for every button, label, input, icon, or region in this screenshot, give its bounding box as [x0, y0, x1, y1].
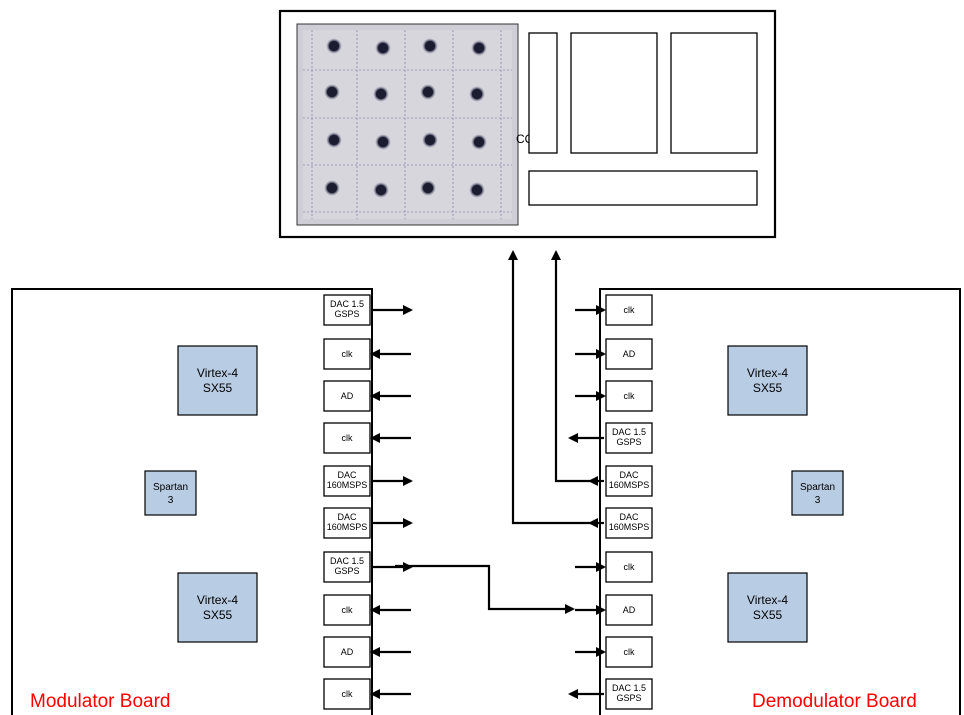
svg-text:DAC 1.5: DAC 1.5 [330, 299, 364, 309]
modulator-component: AD [324, 381, 370, 411]
constellation-point-core [425, 41, 435, 51]
svg-text:SX55: SX55 [203, 608, 233, 622]
svg-text:GSPS: GSPS [616, 693, 641, 703]
modulator-component: clk [324, 423, 370, 453]
svg-text:GSPS: GSPS [334, 309, 359, 319]
svg-text:GSPS: GSPS [616, 437, 641, 447]
demodulator-fpga-top: Virtex-4 SX55 [728, 346, 807, 415]
constellation-point-core [376, 185, 386, 195]
demodulator-board-label: Demodulator Board [752, 691, 917, 712]
constellation-point-core [474, 137, 484, 147]
svg-text:clk: clk [342, 433, 353, 443]
constellation-point-core [327, 87, 337, 97]
demodulator-component: clk [606, 552, 652, 582]
constellation-point-core [474, 43, 484, 53]
svg-text:DAC: DAC [337, 512, 357, 522]
modulator-fpga-top: Virtex-4 SX55 [178, 346, 257, 415]
svg-text:SX55: SX55 [753, 381, 783, 395]
svg-text:160MSPS: 160MSPS [327, 522, 368, 532]
demodulator-component: clk [606, 295, 652, 325]
svg-text:DAC: DAC [619, 470, 639, 480]
svg-text:DAC 1.5: DAC 1.5 [612, 427, 646, 437]
demodulator-spartan: Spartan 3 [792, 471, 843, 515]
svg-text:AD: AD [341, 647, 354, 657]
svg-text:SX55: SX55 [753, 608, 783, 622]
svg-text:clk: clk [342, 605, 353, 615]
port-arrows [372, 310, 604, 694]
svg-text:clk: clk [624, 562, 635, 572]
svg-text:160MSPS: 160MSPS [327, 480, 368, 490]
svg-text:DAC: DAC [337, 470, 357, 480]
svg-text:DAC 1.5: DAC 1.5 [330, 556, 364, 566]
constellation-point-core [376, 89, 386, 99]
constellation-point-core [472, 89, 482, 99]
svg-text:GSPS: GSPS [334, 566, 359, 576]
svg-text:clk: clk [342, 689, 353, 699]
svg-text:Virtex-4: Virtex-4 [747, 366, 788, 380]
constellation-point-core [327, 183, 337, 193]
demodulator-component: clk [606, 637, 652, 667]
constellation-point-core [423, 87, 433, 97]
svg-text:clk: clk [342, 349, 353, 359]
modulator-component: clk [324, 595, 370, 625]
scope-panel-narrow [529, 33, 557, 153]
scope-panel-right [671, 33, 757, 153]
constellation-point-core [329, 135, 339, 145]
demodulator-component: AD [606, 339, 652, 369]
constellation-point-core [378, 137, 388, 147]
svg-text:clk: clk [624, 647, 635, 657]
demodulator-component: clk [606, 381, 652, 411]
connection-lines [395, 252, 590, 609]
svg-text:clk: clk [624, 391, 635, 401]
modulator-component: clk [324, 679, 370, 709]
svg-text:Virtex-4: Virtex-4 [747, 593, 788, 607]
svg-text:Spartan: Spartan [153, 482, 188, 493]
constellation-point-core [378, 43, 388, 53]
constellation-point-core [329, 41, 339, 51]
svg-text:3: 3 [815, 495, 821, 506]
svg-text:Virtex-4: Virtex-4 [197, 593, 238, 607]
svg-text:AD: AD [341, 391, 354, 401]
modulator-spartan: Spartan 3 [145, 471, 196, 515]
svg-text:clk: clk [624, 305, 635, 315]
link-demod-dac2-to-scope [513, 252, 590, 523]
demodulator-fpga-bottom: Virtex-4 SX55 [728, 573, 807, 642]
modulator-fpga-bottom: Virtex-4 SX55 [178, 573, 257, 642]
constellation-point-core [423, 183, 433, 193]
link-mod-dac-to-demod-ad [395, 566, 573, 609]
svg-text:160MSPS: 160MSPS [609, 480, 650, 490]
svg-text:AD: AD [623, 349, 636, 359]
scope-panel-middle [571, 33, 657, 153]
svg-text:3: 3 [168, 495, 174, 506]
svg-text:Virtex-4: Virtex-4 [197, 366, 238, 380]
constellation-point-core [425, 135, 435, 145]
svg-text:Spartan: Spartan [800, 482, 835, 493]
modulator-component: clk [324, 339, 370, 369]
modulator-component: AD [324, 637, 370, 667]
svg-text:AD: AD [623, 605, 636, 615]
modulator-board-label: Modulator Board [30, 691, 170, 712]
constellation-point-core [472, 185, 482, 195]
svg-text:160MSPS: 160MSPS [609, 522, 650, 532]
constellation-display [297, 24, 518, 225]
svg-text:DAC 1.5: DAC 1.5 [612, 683, 646, 693]
demodulator-component: AD [606, 595, 652, 625]
oscilloscope-panel: CO [280, 11, 775, 237]
svg-text:DAC: DAC [619, 512, 639, 522]
link-demod-dac1-to-scope [556, 252, 590, 481]
svg-text:SX55: SX55 [203, 381, 233, 395]
scope-panel-bottom [529, 171, 757, 205]
